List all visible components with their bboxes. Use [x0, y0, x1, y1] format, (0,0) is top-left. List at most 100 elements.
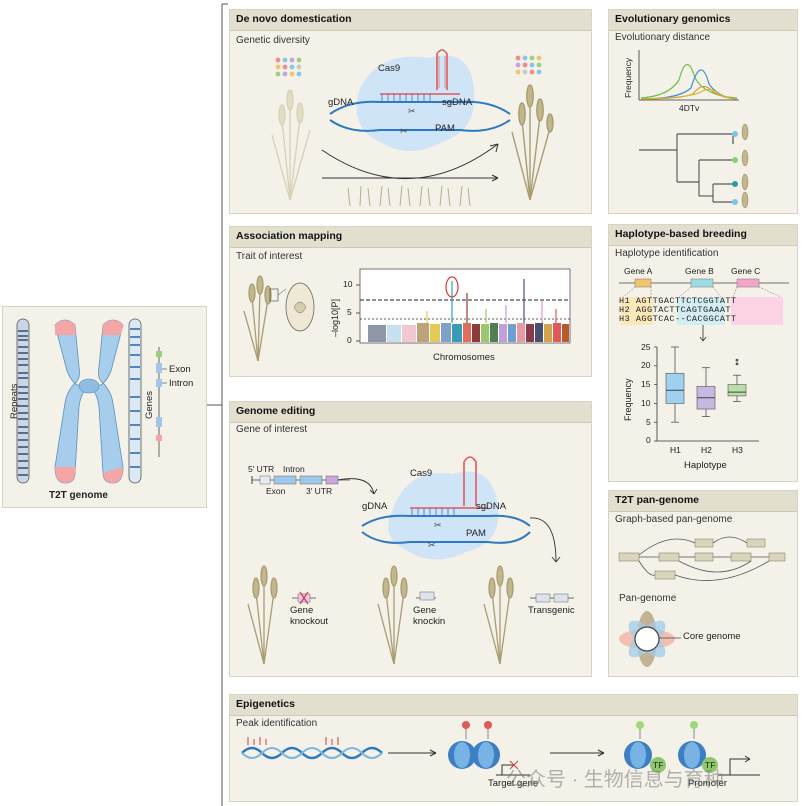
- panel-subtitle: Peak identification: [236, 718, 318, 729]
- panel-header: Evolutionary genomics: [609, 10, 797, 31]
- manhattan-bars: [368, 323, 569, 342]
- outlier-point: [735, 362, 739, 366]
- box-h1: [665, 346, 685, 423]
- xtick-h2: H2: [701, 445, 712, 455]
- h3-label: H3: [619, 314, 631, 324]
- svg-text:✂: ✂: [400, 126, 408, 136]
- panel-header: T2T pan-genome: [609, 491, 797, 512]
- haplotype-panel: Haplotype-based breeding Haplotype ident…: [608, 224, 798, 482]
- exon-label: Exon: [169, 364, 191, 375]
- epigenetics-illustration: [241, 721, 760, 776]
- panel-title: Haplotype-based breeding: [615, 228, 747, 240]
- h2-sequence: AGGTACTTCAGTGAAAT: [635, 305, 732, 315]
- evo-ylabel: Frequency: [623, 57, 633, 98]
- knockin-label: Gene knockin: [413, 605, 446, 627]
- outlier-point: [735, 358, 739, 362]
- domesticated-plant-icon: [511, 84, 554, 201]
- h3-row: H3 AGGTCAC--CACGGCATT: [619, 314, 737, 324]
- ytick-15: 15: [641, 379, 651, 389]
- svg-text:✂: ✂: [434, 520, 442, 530]
- box-xlabel: Haplotype: [684, 460, 727, 471]
- panel-title: T2T pan-genome: [615, 494, 700, 506]
- gene-b-label: Gene B: [685, 266, 714, 276]
- promoter-label: Promoter: [688, 778, 728, 789]
- de-novo-illustration: ✂ ✂: [271, 49, 554, 207]
- cas9-label: Cas9: [378, 63, 401, 74]
- panel-title: Evolutionary genomics: [615, 13, 731, 25]
- knockin-plant-icon: [377, 565, 408, 665]
- ytick-25: 25: [641, 342, 651, 352]
- evo-xlabel: 4DTv: [679, 103, 700, 113]
- pan-genome-panel: T2T pan-genome Graph-based pan-genome Pa…: [608, 490, 798, 677]
- h1-label: H1: [619, 296, 631, 306]
- panel-subtitle: Genetic diversity: [236, 35, 310, 46]
- utr5-label: 5′ UTR: [248, 464, 275, 474]
- panel-title: De novo domestication: [236, 13, 352, 25]
- manhattan-ylabel: –log10[P]: [330, 298, 340, 337]
- ytick-5: 5: [646, 417, 651, 427]
- t2t-illustration: [16, 318, 167, 484]
- genome-editing-panel: Genome editing Gene of interest ✂ ✂: [229, 401, 592, 677]
- nucleosome-icon: [448, 721, 500, 769]
- intron-label: Intron: [169, 378, 194, 389]
- h2-row: H2 AGGTACTTCAGTGAAAT: [619, 305, 731, 315]
- pam-label: PAM: [435, 123, 455, 134]
- gdna-label: gDNA: [362, 501, 388, 512]
- pam-label: PAM: [466, 528, 486, 539]
- h1-row: H1 AGTTGACTTCTCGGTATT: [619, 296, 737, 306]
- panel-title: Epigenetics: [236, 698, 295, 710]
- genes-label: Genes: [144, 391, 155, 419]
- manhattan-illustration: [243, 268, 571, 362]
- box-ylabel: Frequency: [623, 378, 633, 421]
- diversity-dots-right: [515, 55, 542, 75]
- genome-editing-illustration: ✂ ✂: [247, 456, 574, 665]
- ytick-10: 10: [343, 279, 353, 289]
- panel-header: Haplotype-based breeding: [609, 225, 797, 246]
- t2t-genome-panel: Repeats Genes Exon Intron T2T genome: [2, 306, 207, 508]
- repeats-label: Repeats: [9, 383, 20, 419]
- open-chromatin-icon: [624, 721, 718, 773]
- sgdna-label: sgDNA: [476, 501, 507, 512]
- core-genome-label: Core genome: [683, 631, 741, 642]
- association-panel: Association mapping Trait of interest: [229, 226, 592, 377]
- sgdna-label: sgDNA: [442, 97, 473, 108]
- wild-plant-icon: [271, 89, 311, 201]
- transgenic-label: Transgenic: [528, 605, 575, 616]
- manhattan-peaks: [426, 279, 557, 323]
- xtick-h3: H3: [732, 445, 743, 455]
- gene-c-label: Gene C: [731, 266, 761, 276]
- panel-title: Genome editing: [236, 405, 316, 417]
- cas9-label: Cas9: [410, 468, 433, 479]
- epigenetics-panel: Epigenetics Peak identification: [229, 694, 798, 802]
- tf-label-2: TF: [705, 760, 716, 770]
- evo-illustration: [638, 50, 749, 209]
- panel-subtitle: Trait of interest: [236, 251, 303, 262]
- panel-header: De novo domestication: [230, 10, 591, 31]
- gene-a-label: Gene A: [624, 266, 653, 276]
- panel-subtitle: Gene of interest: [236, 424, 308, 435]
- knockout-label: Gene knockout: [290, 605, 329, 627]
- diversity-dots-left: [275, 57, 302, 77]
- exon-label: Exon: [266, 486, 286, 496]
- haplotype-illustration: [619, 278, 789, 442]
- phylogenetic-tree: [639, 133, 734, 203]
- panel-header: Genome editing: [230, 402, 591, 423]
- svg-text:✂: ✂: [408, 106, 416, 116]
- h2-label: H2: [619, 305, 631, 315]
- svg-text:✂: ✂: [428, 540, 436, 550]
- tf-label-1: TF: [653, 760, 664, 770]
- ytick-20: 20: [641, 360, 651, 370]
- ytick-0: 0: [347, 335, 352, 345]
- panel-title: Association mapping: [236, 230, 343, 242]
- ytick-0: 0: [646, 435, 651, 445]
- box-h3: [727, 358, 747, 402]
- panel-subtitle: Evolutionary distance: [615, 32, 711, 43]
- de-novo-panel: De novo domestication Genetic diversity: [229, 9, 592, 214]
- gdna-label: gDNA: [328, 97, 354, 108]
- knockout-plant-icon: [247, 565, 278, 665]
- transgenic-plant-icon: [483, 565, 514, 665]
- evolutionary-genomics-panel: Evolutionary genomics Evolutionary dista…: [608, 9, 798, 214]
- panel-header: Association mapping: [230, 227, 591, 248]
- watermark: 公众号 · 生物信息与育种: [506, 769, 724, 791]
- h3-sequence: AGGTCAC--CACGGCATT: [635, 314, 737, 324]
